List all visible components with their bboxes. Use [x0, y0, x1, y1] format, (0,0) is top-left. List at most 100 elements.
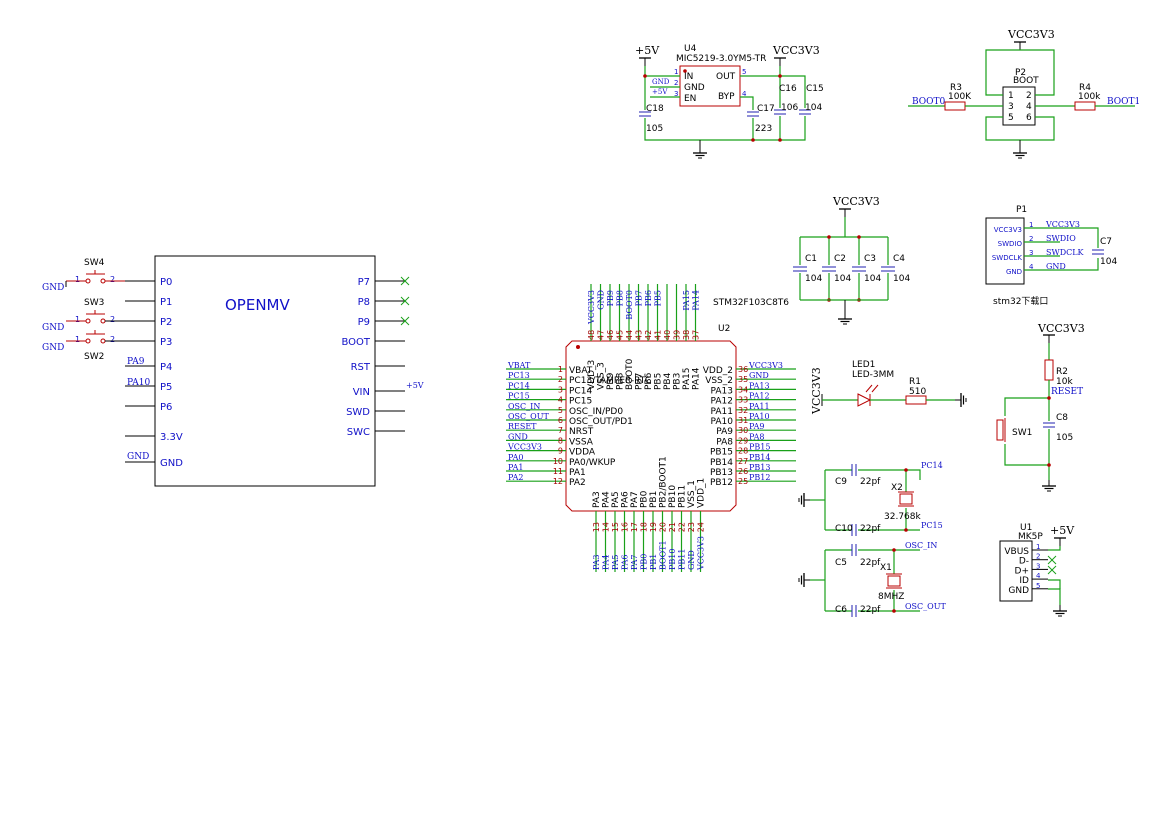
mcu-net-label: PB6	[644, 290, 653, 306]
net-vcc3v3: VCC3V3	[1037, 322, 1085, 335]
openmv-title: OPENMV	[225, 296, 290, 314]
resistor-ref: R1	[909, 377, 921, 387]
cap-ref: C8	[1056, 413, 1068, 423]
resistor-value: 510	[909, 387, 926, 397]
net-gnd: GND	[652, 78, 670, 86]
mcu-pin-number: 43	[635, 330, 644, 340]
pin-out: OUT	[716, 72, 736, 82]
openmv-body	[154, 255, 376, 487]
mcu-net-label: VCC3V3	[507, 443, 542, 452]
crystal-ref: X2	[891, 483, 903, 493]
cap-ref: C4	[893, 254, 905, 264]
cap-value: 104	[864, 274, 881, 284]
pin-number: 1	[75, 275, 80, 284]
openmv-pin-label: P5	[160, 382, 172, 393]
openmv-pin-label: P6	[160, 402, 172, 413]
mcu-pin-name: PC14	[569, 386, 592, 396]
mcu-pin-name: PB10	[668, 485, 678, 508]
mcu-pin-name: PB8	[616, 372, 626, 390]
mcu-net-label: PA14	[692, 290, 701, 311]
mcu-pin-number: 26	[738, 467, 748, 476]
usb-pin-number: 5	[1036, 582, 1040, 590]
switch-sw4[interactable]: SW4 1 2 GND	[42, 258, 155, 293]
mcu-pin-name: OSC_OUT/PD1	[569, 417, 633, 427]
mcu-pin-name: PA3	[592, 491, 602, 508]
mcu-pin-number: 13	[592, 522, 601, 532]
mcu-net-label: PA5	[611, 554, 620, 570]
mcu-pin-name: PC13/TAMPER-RTC	[569, 376, 651, 386]
usb-pin-name: D-	[1019, 557, 1029, 567]
net-osc-in: OSC_IN	[905, 541, 937, 550]
pin-number: 5	[1008, 113, 1014, 123]
mcu-pin-name: PB14	[710, 458, 733, 468]
connector-pin-name: SWDCLK	[992, 254, 1023, 262]
mcu-net-label: OSC_IN	[508, 402, 540, 411]
connector-body	[985, 217, 1025, 285]
mcu-ref: U2	[718, 324, 730, 334]
mcu-net-label: PB8	[616, 290, 625, 306]
mcu-pin-number: 5	[558, 406, 563, 415]
openmv-pin-label: P0	[160, 277, 172, 288]
cap-ref: C17	[757, 104, 775, 114]
cap-value: 104	[805, 103, 822, 113]
net-boot1: BOOT1	[1107, 97, 1140, 107]
mcu-pin-name: PA13	[711, 386, 733, 396]
switch-label[interactable]: SW1	[1012, 428, 1032, 438]
mcu-net-label: GND	[687, 550, 696, 570]
mcu-net-label: PB13	[749, 463, 770, 472]
net-5v: +5V	[652, 88, 668, 96]
header-ref: P2	[1015, 68, 1026, 78]
mcu-net-label: PB9	[606, 290, 615, 306]
regulator-ref: U4	[684, 44, 697, 54]
net-vcc3v3: VCC3V3	[1007, 28, 1055, 41]
crystal-8mhz: C5 22pf C6 22pf X1 8MHZ OSC_IN OSC_OUT	[798, 541, 946, 617]
mcu-pin-number: 16	[621, 522, 630, 532]
mcu-net-label: PB15	[749, 443, 770, 452]
switch-sw3[interactable]: SW3 1 2 GND	[42, 298, 155, 333]
net-5v: +5V	[1050, 524, 1075, 537]
connector-net: SWDCLK	[1046, 248, 1085, 257]
mcu-net-label: PB12	[749, 473, 770, 482]
mcu-pin-name: PA7	[630, 491, 640, 508]
cap-value: 106	[781, 103, 798, 113]
cap-value: 105	[646, 124, 663, 134]
mcu-pin-name: PA6	[621, 491, 631, 508]
pin-number: 1	[75, 315, 80, 324]
connector-net: SWDIO	[1046, 234, 1076, 243]
pin-number: 1	[674, 68, 678, 76]
mcu-pin-number: 21	[668, 522, 677, 532]
resistor-ref: R3	[950, 83, 962, 93]
net-osc-out: OSC_OUT	[905, 602, 946, 611]
connector-pin-name: SWDIO	[998, 240, 1023, 248]
mcu-net-label: PA0	[508, 453, 524, 462]
cap-value: 22pf	[860, 477, 881, 487]
header-name: BOOT	[1013, 76, 1039, 86]
mcu-pin-number: 20	[659, 522, 668, 532]
cap-value: 104	[893, 274, 910, 284]
mcu-pin-number: 27	[738, 457, 748, 466]
mcu-net-label: GND	[508, 432, 528, 441]
pin-number: 5	[742, 68, 746, 76]
mcu-pin-number: 39	[673, 330, 682, 340]
mcu-pin-number: 11	[553, 467, 563, 476]
cap-ref: C16	[779, 84, 797, 94]
pin-number: 6	[1026, 113, 1032, 123]
mcu-net-label: PC13	[508, 371, 530, 380]
connector-pin-number: 2	[1029, 235, 1033, 243]
mcu-pin-number: 46	[606, 330, 615, 340]
switch-sw2[interactable]: 1 2 GND SW2	[42, 330, 155, 362]
net-5v: +5V	[635, 44, 660, 57]
openmv-pin-label: SWC	[347, 427, 370, 438]
mcu-net-label: PA9	[749, 422, 765, 431]
cap-value: 22pf	[860, 558, 881, 568]
mcu-pin-number: 22	[678, 522, 687, 532]
cap-ref: C10	[835, 524, 853, 534]
pin-en: EN	[684, 94, 696, 104]
mcu-pin-number: 14	[602, 522, 611, 532]
net-boot0: BOOT0	[912, 97, 946, 107]
usb-pin-name: GND	[1008, 586, 1029, 596]
mcu-pin-number: 37	[692, 330, 701, 340]
